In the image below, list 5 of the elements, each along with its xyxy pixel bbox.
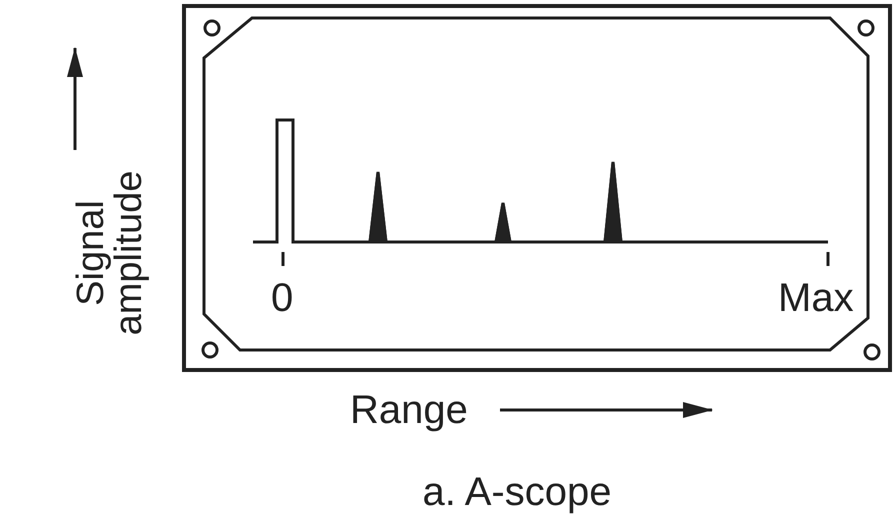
tick-label: 0 — [271, 278, 294, 318]
axis-label: Range — [350, 390, 468, 430]
axis-label: Signal amplitude — [72, 170, 148, 338]
caption: a. A-scope — [421, 472, 612, 512]
tick-label: Max — [778, 278, 854, 318]
